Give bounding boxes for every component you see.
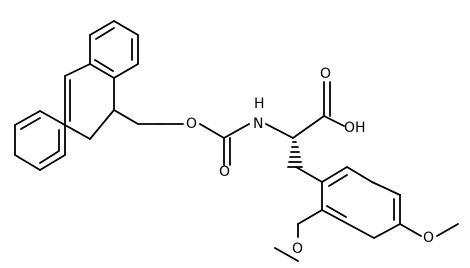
methoxy-groups [274,209,459,262]
ester-oxygen-label: O [186,116,197,132]
fluorene-right-ring [64,20,139,79]
ortho-methoxy-oxygen-label: O [292,241,303,257]
acid-carbonyl-oxygen-label: O [320,66,331,82]
amino-acid-core [287,81,345,183]
hydroxyl-label: OH [344,120,366,136]
fluorene-left-ring [14,110,66,171]
carbonyl-oxygen-label: O [219,164,230,180]
para-methoxy-oxygen-label: O [423,230,434,246]
nitrogen-label: N [253,116,263,132]
fmoc-linker [113,109,294,166]
nitrogen-h-label: H [254,96,265,112]
dimethoxyphenyl-ring [321,166,401,239]
fluorene-five-ring [64,75,115,140]
